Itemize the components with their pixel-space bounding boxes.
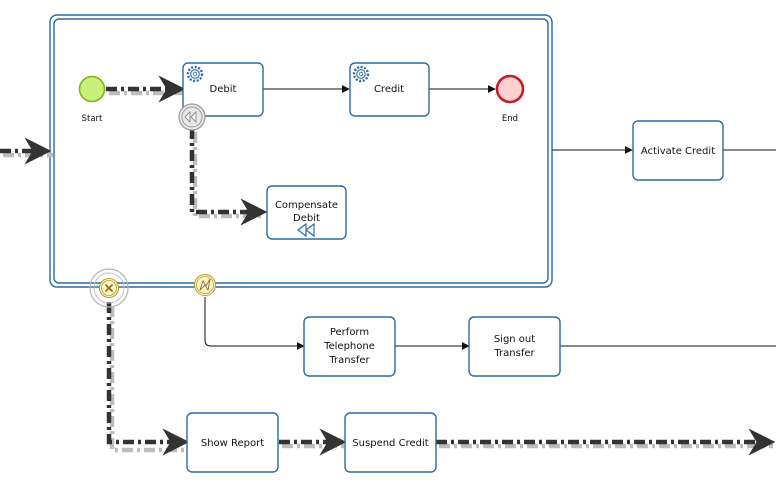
x-icon — [104, 283, 114, 293]
dashed-flow-cancel-report[interactable] — [106, 302, 190, 456]
end-event[interactable]: End — [495, 74, 525, 124]
task-perform-label-line2: Telephone — [323, 341, 375, 352]
rewind-icon — [184, 110, 197, 124]
task-suspend-credit[interactable]: Suspend Credit — [344, 412, 437, 473]
task-signout-label-line1: Sign out — [494, 334, 535, 345]
task-sign-out-transfer[interactable]: Sign out Transfer — [468, 316, 561, 377]
gear-icon — [186, 65, 204, 83]
start-event-label: Start — [82, 114, 103, 124]
task-suspend-credit-label: Suspend Credit — [352, 438, 428, 449]
flow-error-perform[interactable] — [204, 297, 305, 350]
task-activate-credit[interactable]: Activate Credit — [632, 120, 724, 181]
start-event[interactable]: Start — [78, 75, 106, 125]
rewind-icon — [297, 222, 315, 238]
cancel-boundary-event[interactable] — [89, 268, 129, 308]
task-credit[interactable]: Credit — [349, 62, 430, 117]
task-perform-telephone-transfer[interactable]: Perform Telephone Transfer — [303, 316, 396, 377]
end-event-label: End — [502, 114, 518, 124]
task-activate-credit-label: Activate Credit — [641, 146, 715, 157]
task-perform-label-line1: Perform — [330, 327, 369, 338]
transaction-subprocess[interactable] — [49, 14, 553, 288]
dashed-flow-compensation[interactable] — [189, 128, 268, 226]
task-debit-label: Debit — [210, 84, 237, 95]
error-boundary-event[interactable] — [194, 274, 216, 296]
task-show-report-label: Show Report — [201, 438, 264, 449]
gear-icon — [352, 65, 370, 83]
task-show-report[interactable]: Show Report — [186, 412, 279, 473]
compensation-boundary-event[interactable] — [178, 103, 206, 131]
lightning-icon — [199, 278, 211, 292]
task-compensate-label-line1: Compensate — [275, 200, 338, 211]
task-signout-label-line2: Transfer — [493, 348, 535, 359]
task-credit-label: Credit — [374, 84, 404, 95]
task-compensate-debit[interactable]: Compensate Debit — [266, 185, 347, 240]
task-debit[interactable]: Debit — [182, 62, 264, 117]
task-compensate-label-line2: Debit — [293, 213, 320, 224]
task-perform-label-line3: Transfer — [328, 355, 370, 366]
